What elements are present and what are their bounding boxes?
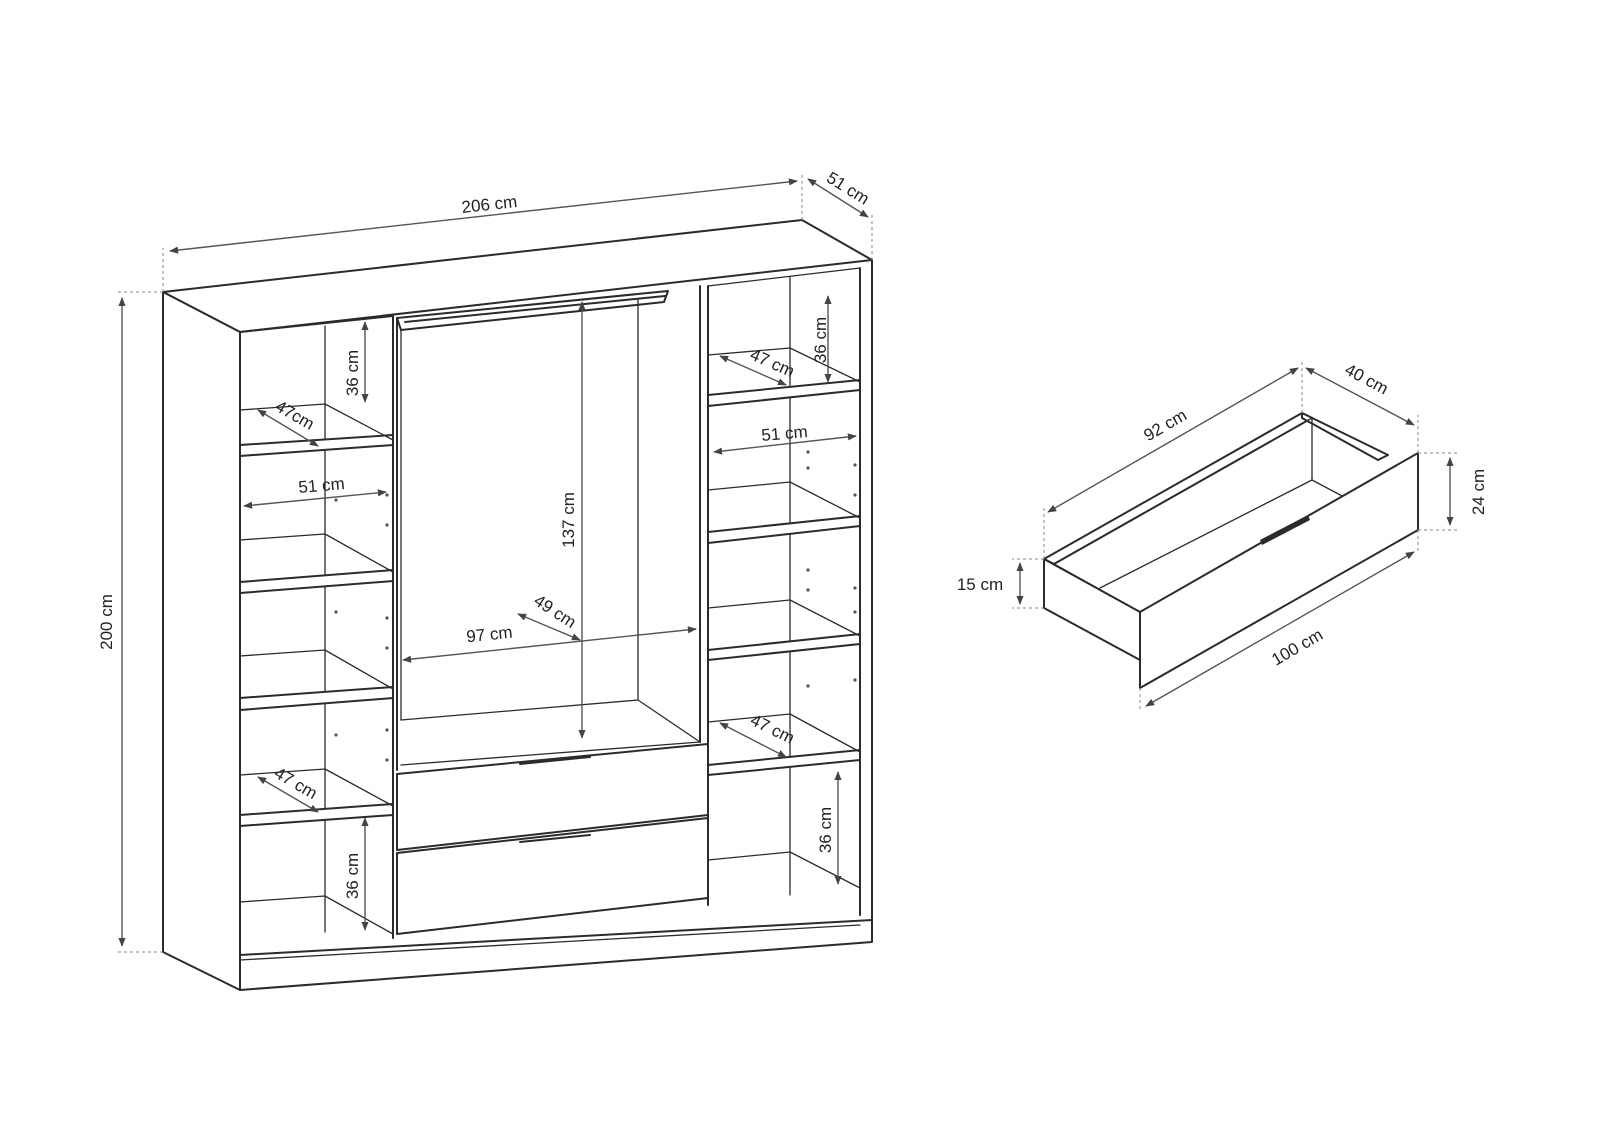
center-drawers <box>396 743 709 935</box>
upper-drawer-handle <box>519 756 591 765</box>
drawer-drawing: 92 cm 40 cm 24 cm 15 cm 100 cm <box>957 360 1488 712</box>
right-shelf-holes <box>806 450 857 688</box>
right-compartment <box>707 267 861 906</box>
label-drawer-front-height: 24 cm <box>1469 469 1488 515</box>
wardrobe-dimension-lines <box>118 178 869 947</box>
label-drawer-length: 92 cm <box>1140 405 1190 445</box>
label-right-inner-depth: 51 cm <box>761 422 809 445</box>
left-shelves <box>239 403 394 935</box>
hanging-rail <box>404 295 666 323</box>
label-drawer-side-height: 15 cm <box>957 575 1003 594</box>
label-depth: 51 cm <box>823 168 872 209</box>
drawer-left-side <box>1043 558 1141 661</box>
drawer-dimension-lines <box>1016 367 1454 707</box>
label-left-inner-depth: 51 cm <box>298 474 346 497</box>
label-hanging-width: 97 cm <box>465 623 513 647</box>
label-left-bottom-height: 36 cm <box>343 853 362 899</box>
drawer-handle <box>1260 515 1310 545</box>
wardrobe-left-side <box>162 291 241 991</box>
label-right-bottom-height: 36 cm <box>816 807 835 853</box>
left-compartment <box>239 315 394 939</box>
lower-drawer-handle <box>519 834 591 843</box>
label-left-top-shelf-depth: 47cm <box>272 397 318 434</box>
left-shelf-holes <box>334 493 389 762</box>
wardrobe-extension-lines <box>115 175 873 953</box>
wardrobe-drawing: 206 cm 51 cm 200 cm 137 cm 97 cm 49 cm 3… <box>97 168 873 991</box>
drawer-right-side <box>1301 412 1389 461</box>
label-drawer-front-width: 100 cm <box>1268 625 1326 669</box>
floor-line <box>239 924 861 961</box>
label-height: 200 cm <box>97 594 116 650</box>
center-compartment <box>396 285 701 771</box>
label-hanging-height: 137 cm <box>559 492 578 548</box>
label-left-top-shelf-height: 36 cm <box>343 350 362 396</box>
wardrobe-plinth <box>239 919 873 991</box>
label-hanging-depth: 49 cm <box>530 591 579 632</box>
label-drawer-depth: 40 cm <box>1342 360 1392 399</box>
drawer-extension-lines <box>1012 362 1458 712</box>
label-right-top-shelf-height: 36 cm <box>811 317 830 363</box>
